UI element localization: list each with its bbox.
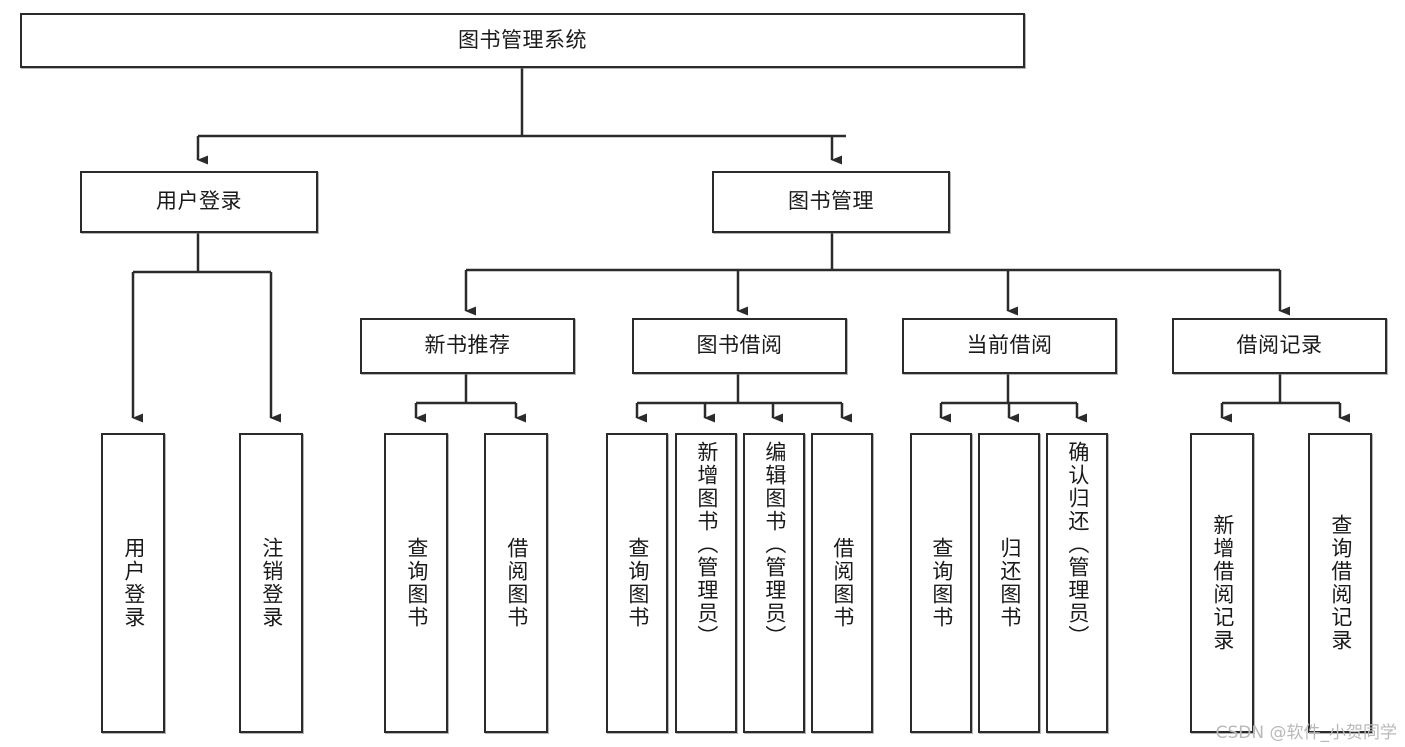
node-leaf-borrow-book-2-label: 借阅图书	[830, 537, 855, 629]
csdn-watermark: CSDN @软件_小贺同学	[1215, 723, 1397, 743]
node-leaf-return-book[interactable]: 归还图书	[978, 433, 1040, 733]
edge-group-current-borrow	[939, 374, 1087, 423]
node-leaf-return-book-label: 归还图书	[997, 537, 1022, 629]
node-leaf-query-book-3-label: 查询图书	[929, 537, 954, 629]
node-leaf-query-book-3[interactable]: 查询图书	[910, 433, 972, 733]
node-leaf-borrow-book-2[interactable]: 借阅图书	[811, 433, 873, 733]
node-book-borrow[interactable]: 图书借阅	[632, 318, 847, 374]
node-book-manage[interactable]: 图书管理	[712, 171, 950, 233]
node-leaf-query-book-2[interactable]: 查询图书	[606, 433, 668, 733]
node-leaf-logout-login[interactable]: 注销登录	[239, 433, 303, 733]
edge-group-borrow-record	[1220, 374, 1350, 423]
node-book-borrow-label: 图书借阅	[696, 333, 783, 358]
node-leaf-borrow-book-1-label: 借阅图书	[504, 537, 529, 629]
node-user-login[interactable]: 用户登录	[80, 171, 318, 233]
node-root-label: 图书管理系统	[458, 27, 587, 52]
node-new-book-recommend-label: 新书推荐	[424, 333, 511, 358]
node-leaf-query-record[interactable]: 查询借阅记录	[1308, 433, 1372, 733]
node-leaf-query-book-1-label: 查询图书	[404, 537, 429, 629]
node-leaf-logout-login-label: 注销登录	[259, 537, 284, 629]
node-leaf-query-book-1[interactable]: 查询图书	[384, 433, 448, 733]
node-leaf-confirm-return-label: 确认归还（管理员）	[1065, 441, 1090, 648]
node-user-login-label: 用户登录	[156, 189, 242, 214]
node-leaf-add-book[interactable]: 新增图书（管理员）	[675, 433, 737, 733]
node-book-manage-label: 图书管理	[788, 189, 874, 214]
node-borrow-record-label: 借阅记录	[1236, 333, 1323, 358]
node-root[interactable]: 图书管理系统	[20, 13, 1025, 68]
node-leaf-edit-book-label: 编辑图书（管理员）	[762, 441, 787, 648]
node-borrow-record[interactable]: 借阅记录	[1172, 318, 1387, 374]
node-leaf-confirm-return[interactable]: 确认归还（管理员）	[1046, 433, 1108, 733]
edge-group-user-login	[131, 233, 281, 423]
node-leaf-add-record-label: 新增借阅记录	[1210, 514, 1235, 652]
node-leaf-user-login[interactable]: 用户登录	[101, 433, 165, 733]
edge-group-book-manage	[464, 233, 1290, 316]
node-leaf-add-book-label: 新增图书（管理员）	[694, 441, 719, 648]
edge-group-new-book-recommend	[414, 374, 526, 423]
node-leaf-query-record-label: 查询借阅记录	[1328, 514, 1353, 652]
node-leaf-edit-book[interactable]: 编辑图书（管理员）	[743, 433, 805, 733]
node-current-borrow-label: 当前借阅	[966, 333, 1053, 358]
node-leaf-borrow-book-1[interactable]: 借阅图书	[484, 433, 548, 733]
node-current-borrow[interactable]: 当前借阅	[902, 318, 1117, 374]
edge-group-root	[196, 68, 846, 165]
node-leaf-query-book-2-label: 查询图书	[625, 537, 650, 629]
node-leaf-user-login-label: 用户登录	[121, 537, 146, 629]
edge-group-book-borrow	[635, 374, 852, 423]
node-leaf-add-record[interactable]: 新增借阅记录	[1190, 433, 1254, 733]
node-new-book-recommend[interactable]: 新书推荐	[360, 318, 575, 374]
